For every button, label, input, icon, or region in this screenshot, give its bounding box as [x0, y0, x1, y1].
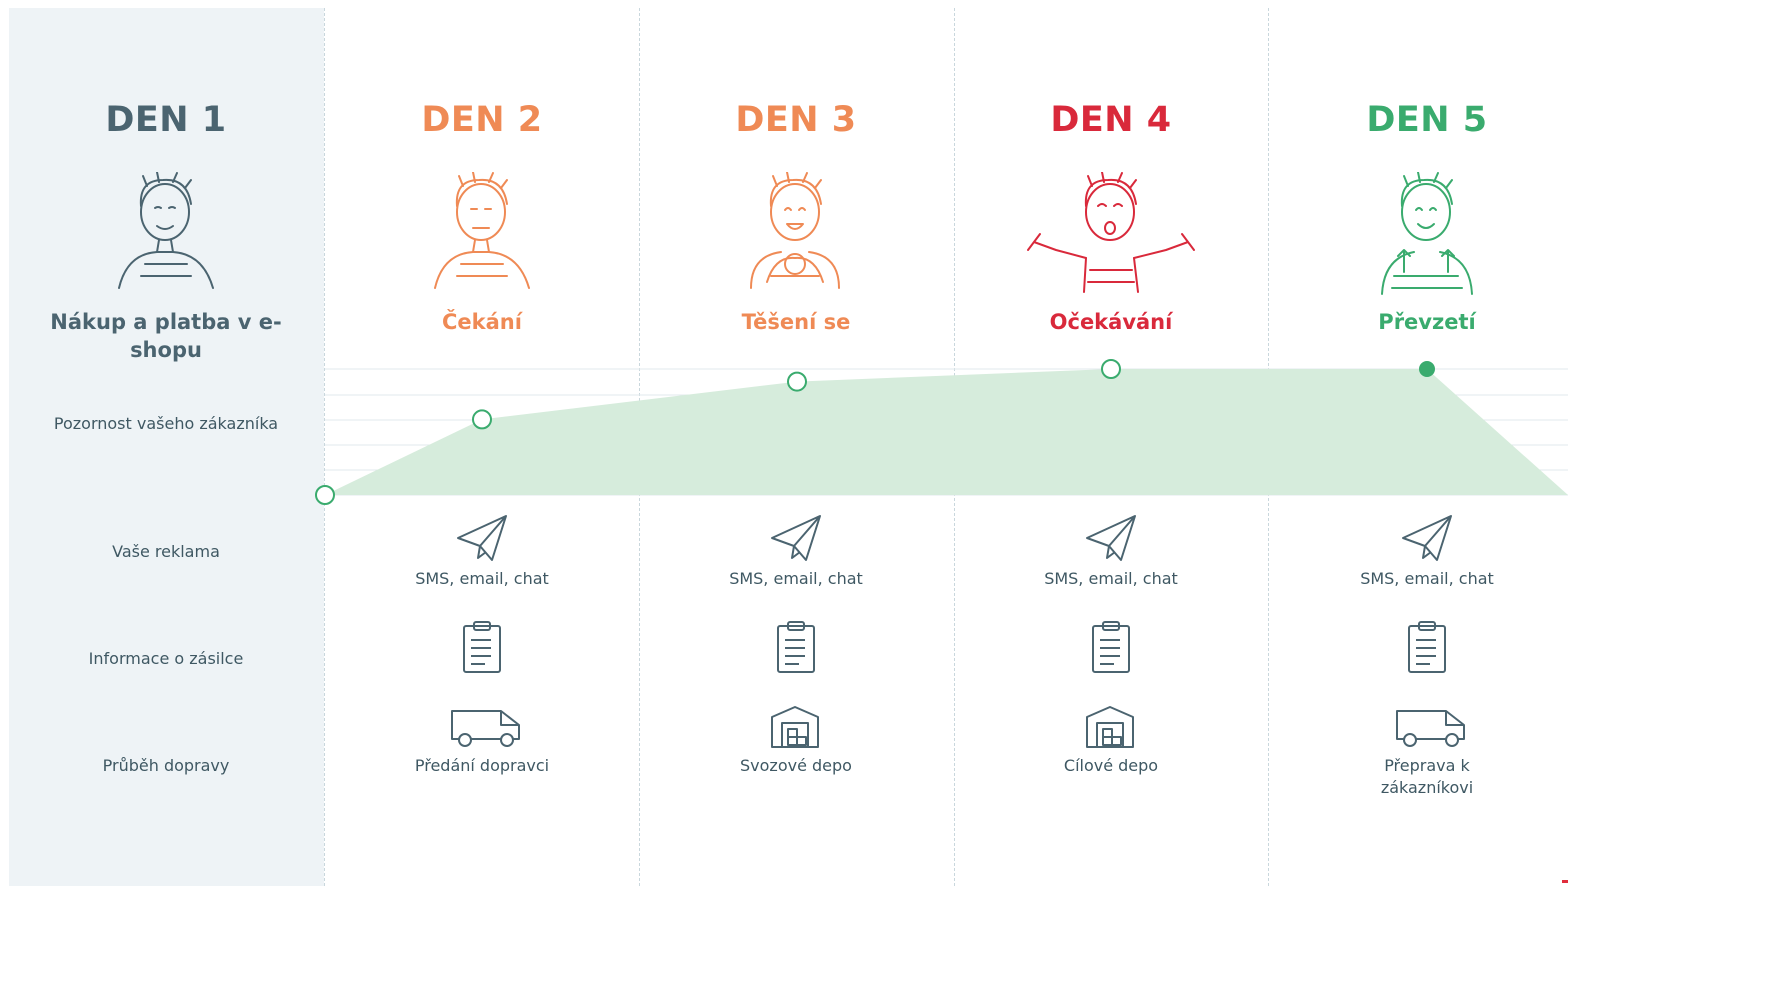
- corner-mark: [1562, 880, 1568, 883]
- stage-label-5: Převzetí: [1378, 310, 1476, 334]
- attention-point: [315, 485, 335, 505]
- transport-text: Přeprava k zákazníkovi: [1380, 756, 1474, 797]
- row-label-transport: Průběh dopravy: [102, 756, 230, 775]
- transport-text: Předání dopravci: [414, 756, 550, 775]
- waiting-person-icon: [434, 172, 530, 289]
- day-title-4: DEN 4: [1050, 100, 1172, 140]
- row-label-advertising: Vaše reklama: [112, 542, 220, 561]
- attention-chart: [315, 359, 1568, 505]
- channel-text: SMS, email, chat: [1360, 569, 1494, 588]
- column-divider: [324, 8, 325, 886]
- happy-person-icon: [1381, 172, 1473, 295]
- clipboard-icon: [1092, 621, 1130, 673]
- paper-plane-icon: [457, 515, 507, 561]
- transport-text: Cílové depo: [1063, 756, 1159, 775]
- day-title-2: DEN 2: [421, 100, 543, 140]
- calm-person-icon: [118, 172, 214, 289]
- stage-label-4: Očekávání: [1049, 310, 1173, 334]
- channel-text: SMS, email, chat: [729, 569, 863, 588]
- clipboard-icon: [777, 621, 815, 673]
- expecting-person-icon: [1027, 172, 1195, 293]
- stage-label-1: Nákup a platba v e-shopu: [50, 310, 282, 362]
- row-label-attention: Pozornost vašeho zákazníka: [53, 414, 279, 433]
- channel-text: SMS, email, chat: [1044, 569, 1178, 588]
- row-label-shipment-info: Informace o zásilce: [88, 649, 244, 668]
- paper-plane-icon: [1086, 515, 1136, 561]
- van-icon: [1396, 710, 1465, 747]
- paper-plane-icon: [1402, 515, 1452, 561]
- attention-area: [325, 369, 1568, 495]
- transport-text: Svozové depo: [740, 756, 852, 775]
- stage-label-2: Čekání: [442, 310, 522, 334]
- van-icon: [451, 710, 520, 747]
- clipboard-icon: [463, 621, 501, 673]
- attention-point: [1101, 359, 1121, 379]
- day-title-3: DEN 3: [735, 100, 857, 140]
- clipboard-icon: [1408, 621, 1446, 673]
- attention-point: [472, 409, 492, 430]
- attention-point: [1419, 361, 1435, 377]
- warehouse-icon: [1086, 706, 1134, 748]
- attention-point: [787, 371, 807, 392]
- excited-person-icon: [750, 172, 840, 289]
- warehouse-icon: [771, 706, 819, 748]
- stage-label-3: Těšení se: [741, 310, 851, 334]
- paper-plane-icon: [771, 515, 821, 561]
- day-title-1: DEN 1: [105, 100, 227, 140]
- channel-text: SMS, email, chat: [415, 569, 549, 588]
- left-panel: [9, 8, 324, 886]
- day-title-5: DEN 5: [1366, 100, 1488, 140]
